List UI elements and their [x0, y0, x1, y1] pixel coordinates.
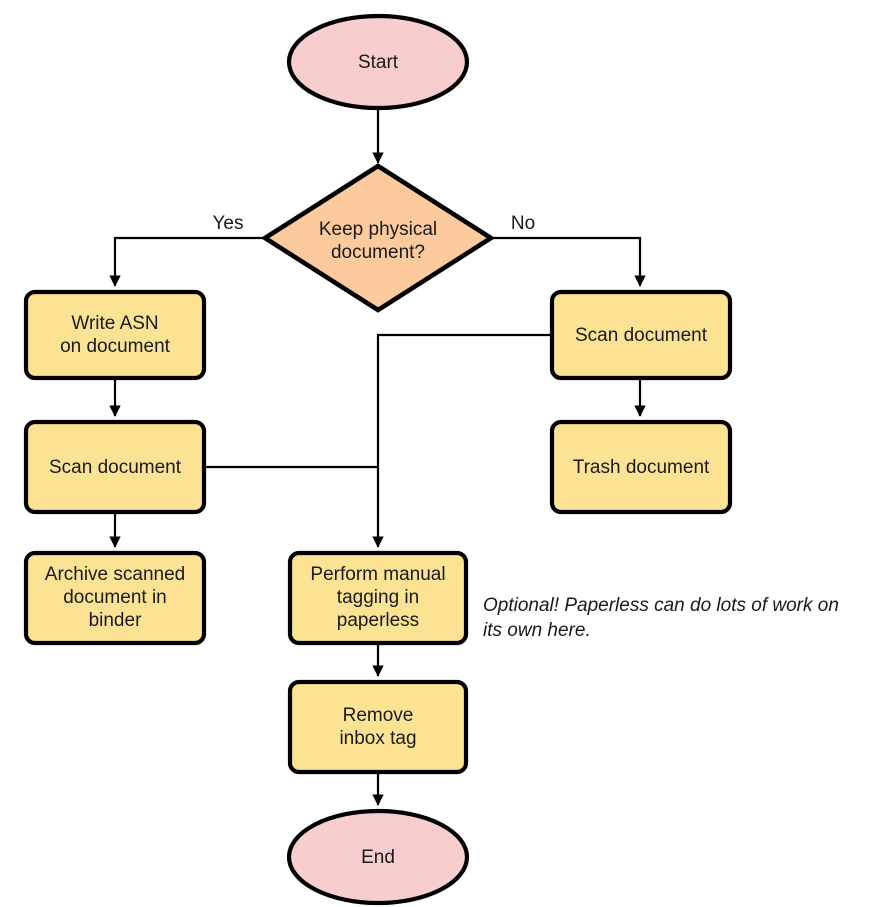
node-decision-keep-physical-document[interactable]: Keep physical document?: [260, 163, 496, 313]
node-write-asn-on-document[interactable]: Write ASN on document: [23, 289, 207, 381]
edge-decision-no-to-scan-right: [491, 236, 646, 287]
remove-inbox-rect-shape: [287, 679, 469, 775]
archive-label-line3: binder: [89, 610, 142, 631]
decision-diamond-shape: [260, 163, 496, 313]
node-end[interactable]: End: [286, 808, 470, 906]
edge-scan-right-to-manual-tagging: [372, 333, 552, 548]
write-asn-label-line1: Write ASN: [71, 313, 158, 334]
archive-label-line1: Archive scanned: [45, 564, 185, 585]
archive-rect-shape: [23, 550, 207, 646]
remove-inbox-label-line2: inbox tag: [339, 728, 416, 749]
annotation-line1: Optional! Paperless can do lots of work …: [483, 595, 839, 616]
write-asn-rect-shape: [23, 289, 207, 381]
start-label: Start: [358, 52, 399, 73]
edge-decision-yes-to-write-asn: [109, 236, 265, 287]
archive-label-line2: document in: [63, 587, 167, 608]
node-trash-document[interactable]: Trash document: [549, 419, 733, 515]
trash-document-label: Trash document: [573, 457, 710, 478]
node-perform-manual-tagging[interactable]: Perform manual tagging in paperless: [287, 550, 469, 646]
manual-tagging-rect-shape: [287, 550, 469, 646]
end-label: End: [361, 847, 395, 868]
node-archive-scanned-document[interactable]: Archive scanned document in binder: [23, 550, 207, 646]
annotation-note: Optional! Paperless can do lots of work …: [483, 595, 839, 641]
scan-document-right-rect-shape: [549, 289, 733, 381]
edge-label-yes: Yes: [213, 213, 244, 234]
node-scan-document-left[interactable]: Scan document: [23, 419, 207, 515]
manual-tagging-label-line1: Perform manual: [310, 564, 445, 585]
scan-document-left-rect-shape: [23, 419, 207, 515]
node-scan-document-right[interactable]: Scan document: [549, 289, 733, 381]
edge-label-no: No: [511, 213, 535, 234]
node-start[interactable]: Start: [286, 13, 470, 111]
scan-document-right-label: Scan document: [575, 325, 708, 346]
scan-document-left-label: Scan document: [49, 457, 182, 478]
trash-document-rect-shape: [549, 419, 733, 515]
manual-tagging-label-line2: tagging in: [337, 587, 419, 608]
start-ellipse-shape: [286, 13, 470, 111]
decision-label-line2: document?: [331, 242, 425, 263]
manual-tagging-label-line3: paperless: [337, 610, 419, 631]
remove-inbox-label-line1: Remove: [343, 705, 414, 726]
node-remove-inbox-tag[interactable]: Remove inbox tag: [287, 679, 469, 775]
annotation-line2: its own here.: [483, 620, 591, 641]
end-ellipse-shape: [286, 808, 470, 906]
write-asn-label-line2: on document: [60, 336, 171, 357]
decision-label-line1: Keep physical: [319, 219, 437, 240]
